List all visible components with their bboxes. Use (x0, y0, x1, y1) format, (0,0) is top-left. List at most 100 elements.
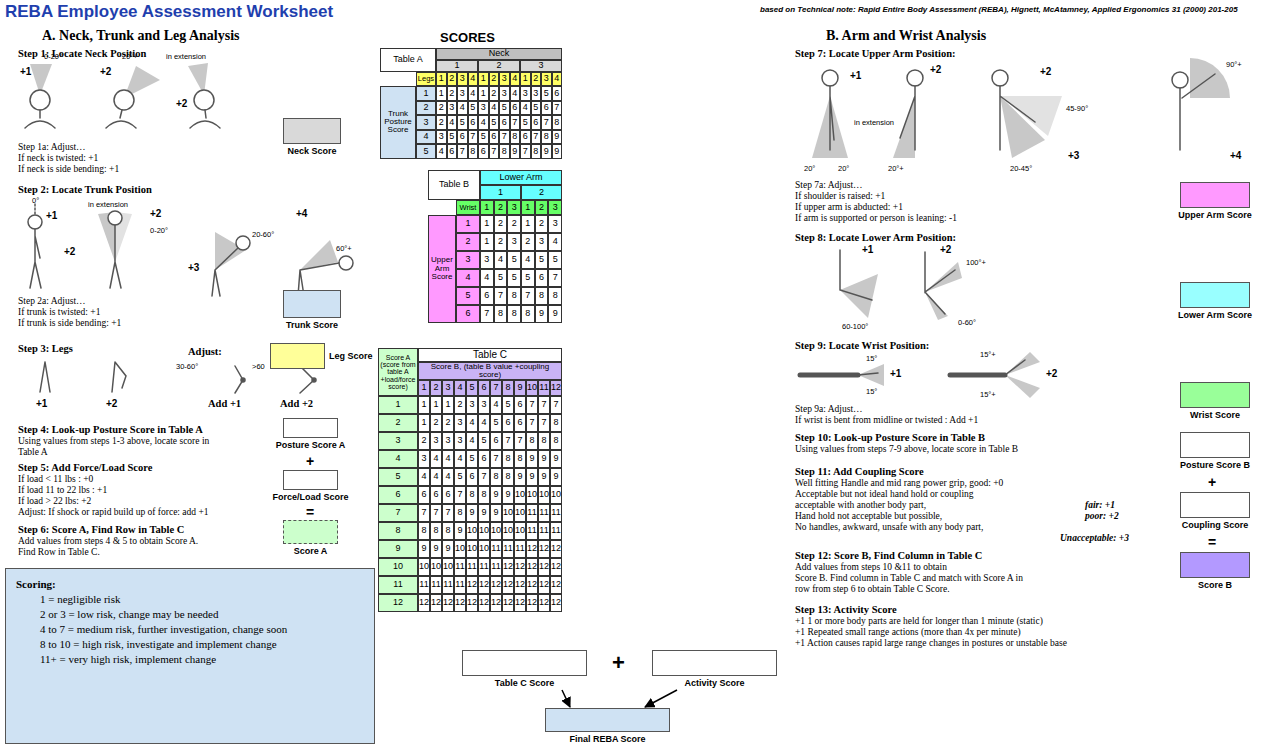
table-cell: 2 (489, 72, 500, 86)
table-cell: 5 (548, 251, 562, 269)
score-label: +2 (1040, 66, 1051, 77)
table-cell: 7 (490, 450, 502, 468)
table-cell: Neck (436, 48, 562, 60)
angle-label: 20°+ (122, 52, 138, 61)
score-box: Final REBA Score (545, 708, 670, 745)
score-caption: Final REBA Score (569, 734, 645, 745)
table-cell: 8 (526, 432, 538, 450)
score-label: +1 (850, 70, 861, 81)
table-cell: 10 (490, 522, 502, 540)
table-cell: 1 (520, 72, 531, 86)
section-heading: SCORES (440, 30, 495, 45)
instruction-text: Well fitting Handle and mid rang power g… (795, 478, 1003, 489)
table-cell: 6 (430, 486, 442, 504)
angle-label: >60 (252, 362, 265, 371)
table-cell: 12 (538, 576, 550, 594)
table-cell: 2 (378, 414, 418, 432)
table-cell: 5 (507, 251, 521, 269)
table-cell: 9 (502, 486, 514, 504)
table-cell: 7 (430, 504, 442, 522)
table-cell: 5 (507, 269, 521, 287)
table-cell: 7 (457, 144, 468, 159)
table-cell: 9 (552, 130, 563, 145)
table-cell: 12 (538, 594, 550, 612)
score-box: Score A (283, 520, 338, 557)
score-field (283, 418, 338, 438)
table-cell: 12 (502, 576, 514, 594)
table-cell: 3 (418, 450, 430, 468)
angle-label: 15° (866, 354, 877, 363)
score-box: Activity Score (652, 650, 777, 689)
table-cell: 4 (510, 86, 521, 101)
table-cell: 9 (490, 504, 502, 522)
score-caption: Upper Arm Score (1178, 210, 1252, 221)
table-cell: 5 (490, 414, 502, 432)
table-cell: 3 (442, 380, 454, 396)
scoring-legend-box: Scoring:1 = negligible risk2 or 3 = low … (5, 568, 375, 744)
table-cell: 7 (514, 432, 526, 450)
table-cell: 6 (456, 305, 480, 323)
table-cell: 3 (548, 215, 562, 233)
step-heading: Step 7: Locate Upper Arm Position: (795, 48, 956, 60)
table-cell: 2 (494, 215, 508, 233)
angle-label: 0-20° (150, 226, 168, 235)
table-cell: 4 (466, 414, 478, 432)
table-cell: 2 (521, 233, 535, 251)
table-cell: 8 (507, 305, 521, 323)
instruction-text: Adjust: If shock or rapid build up of fo… (18, 507, 209, 518)
table-cell: 10 (418, 558, 430, 576)
table-cell: 7 (538, 414, 550, 432)
table-cell: 6 (442, 486, 454, 504)
section-heading: B. Arm and Wrist Analysis (826, 28, 986, 44)
table-cell: 1 (436, 86, 447, 101)
coupling-rating: fair: +1 (1085, 500, 1115, 511)
step-heading: Step 11: Add Coupling Score (795, 466, 924, 478)
table-cell: 10 (466, 522, 478, 540)
table-cell: 7 (490, 380, 502, 396)
table-cell: 8 (538, 432, 550, 450)
instruction-text: Step 7a: Adjust… (795, 180, 863, 191)
table-cell: 7 (550, 396, 562, 414)
table-cell: 2 (456, 233, 480, 251)
table-cell: 6 (480, 287, 494, 305)
table-cell: 12 (538, 540, 550, 558)
table-cell: 10 (442, 558, 454, 576)
table-cell: 11 (418, 576, 430, 594)
score-field (1180, 492, 1250, 518)
instruction-text: Add values from steps 10 &11 to obtain (795, 562, 947, 573)
table-cell: 3 (535, 233, 549, 251)
table-cell: 10 (526, 486, 538, 504)
table-cell: 7 (521, 287, 535, 305)
table-cell: 10 (514, 486, 526, 504)
angle-label: 30-60° (176, 362, 198, 371)
table-cell: 1 (521, 200, 535, 215)
table-cell: 5 (499, 101, 510, 116)
table-cell: 4 (478, 115, 489, 130)
table-cell: 12 (550, 594, 562, 612)
worksheet-title: REBA Employee Assessment Worksheet (5, 2, 333, 22)
table-cell: 5 (521, 269, 535, 287)
table-cell: 3 (507, 200, 521, 215)
table-cell: 8 (548, 287, 562, 305)
table-cell: 6 (457, 130, 468, 145)
instruction-text: If wrist is bent from midline or twisted… (795, 415, 978, 426)
score-field (1180, 552, 1250, 578)
score-caption: Table C Score (495, 678, 554, 689)
table-cell: 5 (447, 130, 458, 145)
table-cell: 8 (507, 287, 521, 305)
score-field (1180, 432, 1250, 458)
table-cell: 5 (466, 380, 478, 396)
table-cell: 11 (430, 576, 442, 594)
table-cell: 7 (502, 432, 514, 450)
score-caption: Posture Score A (276, 440, 346, 451)
table-cell: 10 (454, 540, 466, 558)
table-cell: 12 (466, 594, 478, 612)
table-cell: 2 (430, 380, 442, 396)
angle-label: 60°+ (336, 244, 352, 253)
table-cell: 2 (478, 60, 520, 72)
score-label: +4 (296, 208, 307, 219)
table-cell: 10 (514, 522, 526, 540)
table-cell: 12 (502, 558, 514, 576)
table-cell: 3 (457, 86, 468, 101)
score-label: +1 (46, 210, 57, 221)
